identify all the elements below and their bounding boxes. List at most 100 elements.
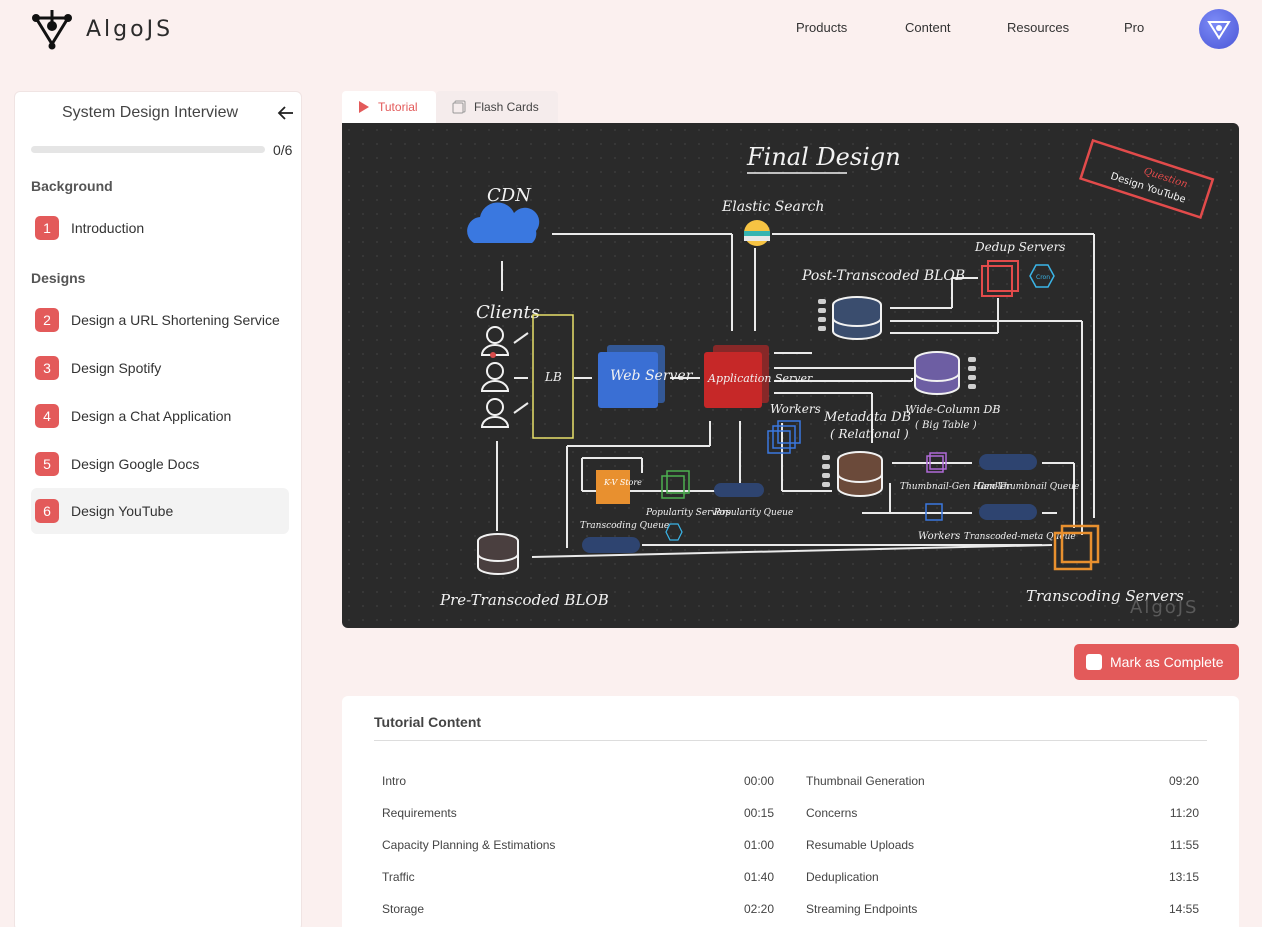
- pre-blob-db-icon: [477, 533, 519, 575]
- chapter-label: Capacity Planning & Estimations: [382, 838, 556, 852]
- nav-products[interactable]: Products: [796, 20, 848, 35]
- lesson-label: Design a URL Shortening Service: [71, 312, 280, 328]
- app-label: Application Server: [707, 372, 813, 385]
- wide-column-db-icon: [914, 351, 960, 395]
- mark-complete-button[interactable]: Mark as Complete: [1074, 644, 1239, 680]
- chapter-label: Thumbnail Generation: [806, 774, 925, 788]
- bigtable-label: ( Big Table ): [915, 420, 977, 431]
- chapter-time: 13:15: [1168, 870, 1199, 884]
- lesson-label: Design Google Docs: [71, 456, 200, 472]
- chapter-label: Streaming Endpoints: [806, 902, 918, 916]
- widecol-label: Wide-Column DB: [905, 403, 1000, 416]
- transcoding-queue: [582, 537, 640, 553]
- web-label: Web Server: [610, 368, 694, 384]
- dedup-label: Dedup Servers: [974, 240, 1065, 254]
- dedup-servers: [981, 265, 1013, 297]
- chapter-time: 02:20: [743, 902, 774, 916]
- tutorial-content-title: Tutorial Content: [374, 714, 482, 730]
- avatar-logo-icon: [1207, 21, 1231, 40]
- nav-content[interactable]: Content: [905, 20, 951, 35]
- popularity-queue: [714, 483, 764, 497]
- watermark: AlgoJS: [1130, 597, 1199, 618]
- lesson-number: 3: [35, 356, 59, 380]
- chapter-label: Deduplication: [806, 870, 879, 884]
- relational-label: ( Relational ): [830, 427, 909, 441]
- question-stamp: Question Design YouTube: [1079, 138, 1215, 220]
- checkbox-icon[interactable]: [1086, 654, 1102, 670]
- chapter-time: 14:55: [1168, 902, 1199, 916]
- chapter-time: 01:00: [743, 838, 774, 852]
- course-sidebar: System Design Interview 0/6 Background 1…: [14, 91, 302, 927]
- lesson-google-docs[interactable]: 5 Design Google Docs: [31, 441, 289, 487]
- chapter-time: 00:00: [743, 774, 774, 788]
- trans-meta-queue-label: Transcoded-meta Queue: [964, 532, 1076, 542]
- cron-label: Cron: [1036, 274, 1050, 281]
- nav-pro[interactable]: Pro: [1124, 20, 1145, 35]
- lb-label: LB: [544, 370, 562, 384]
- clients-icons: [480, 326, 510, 428]
- lesson-youtube[interactable]: 6 Design YouTube: [31, 488, 289, 534]
- transcoded-meta-queue: [979, 504, 1037, 520]
- transcoding-servers: [1053, 531, 1093, 571]
- chapter-row[interactable]: Deduplication 13:15: [806, 870, 1199, 890]
- chapter-label: Storage: [382, 902, 425, 916]
- diagram-title: Final Design: [746, 143, 901, 171]
- application-server: [704, 352, 762, 408]
- lesson-url-shortening[interactable]: 2 Design a URL Shortening Service: [31, 297, 289, 343]
- cron-icon-2: [665, 523, 683, 541]
- kv-store: [596, 470, 630, 504]
- avatar[interactable]: [1199, 9, 1239, 49]
- post-blob-label: Post-Transcoded BLOB: [801, 268, 965, 284]
- thumb-handler-label: Thumbnail-Gen Handler: [900, 482, 1011, 492]
- metadata-label: Metadata DB: [823, 410, 911, 425]
- course-title: System Design Interview: [62, 104, 239, 121]
- workers2-label: Workers: [918, 531, 960, 542]
- chapter-label: Requirements: [382, 806, 457, 820]
- trans-servers-label: Transcoding Servers: [1026, 587, 1184, 605]
- pop-queue-label: Popularity Queue: [713, 508, 793, 518]
- pop-servers-label: Popularity Servers: [645, 508, 731, 518]
- popularity-servers: [661, 475, 685, 499]
- chapter-label: Resumable Uploads: [806, 838, 915, 852]
- lesson-introduction[interactable]: 1 Introduction: [31, 205, 289, 251]
- tab-flash-cards[interactable]: Flash Cards: [436, 91, 558, 123]
- logo-icon: [32, 10, 72, 50]
- chapter-label: Intro: [382, 774, 407, 788]
- nav-resources[interactable]: Resources: [1007, 20, 1070, 35]
- system-design-diagram: Final Design Question Design YouTube CDN…: [342, 123, 1239, 628]
- lesson-number: 1: [35, 216, 59, 240]
- workers-icon: [767, 430, 791, 454]
- post-blob-db-icon: [832, 296, 882, 340]
- cdn-label: CDN: [487, 185, 532, 206]
- section-designs: Designs: [31, 270, 86, 286]
- back-arrow-icon[interactable]: [277, 104, 295, 122]
- chapter-row[interactable]: Requirements 00:15: [382, 806, 774, 826]
- pre-blob-label: Pre-Transcoded BLOB: [439, 591, 609, 609]
- brand-logo[interactable]: AlgoJS: [30, 8, 173, 50]
- load-balancer: [532, 314, 574, 439]
- chapter-row[interactable]: Streaming Endpoints 14:55: [806, 902, 1199, 922]
- lesson-number: 4: [35, 404, 59, 428]
- chapter-row[interactable]: Capacity Planning & Estimations 01:00: [382, 838, 774, 858]
- trans-queue-label: Transcoding Queue: [580, 521, 669, 531]
- lesson-spotify[interactable]: 3 Design Spotify: [31, 345, 289, 391]
- lesson-label: Design a Chat Application: [71, 408, 232, 424]
- chapter-time: 00:15: [743, 806, 774, 820]
- tab-label: Tutorial: [378, 100, 418, 114]
- lesson-number: 2: [35, 308, 59, 332]
- lesson-chat-application[interactable]: 4 Design a Chat Application: [31, 393, 289, 439]
- progress-count: 0/6: [273, 142, 293, 158]
- elastic-search-icon: [744, 220, 770, 246]
- tab-tutorial[interactable]: Tutorial: [342, 91, 436, 123]
- clients-label: Clients: [476, 302, 540, 323]
- thumb-queue-label: Gen-Thumbnail Queue: [977, 482, 1079, 492]
- chapter-row[interactable]: Intro 00:00: [382, 774, 774, 794]
- cron-icon: [1029, 264, 1055, 288]
- tab-label: Flash Cards: [474, 100, 539, 114]
- chapter-label: Concerns: [806, 806, 858, 820]
- chapter-row[interactable]: Storage 02:20: [382, 902, 774, 922]
